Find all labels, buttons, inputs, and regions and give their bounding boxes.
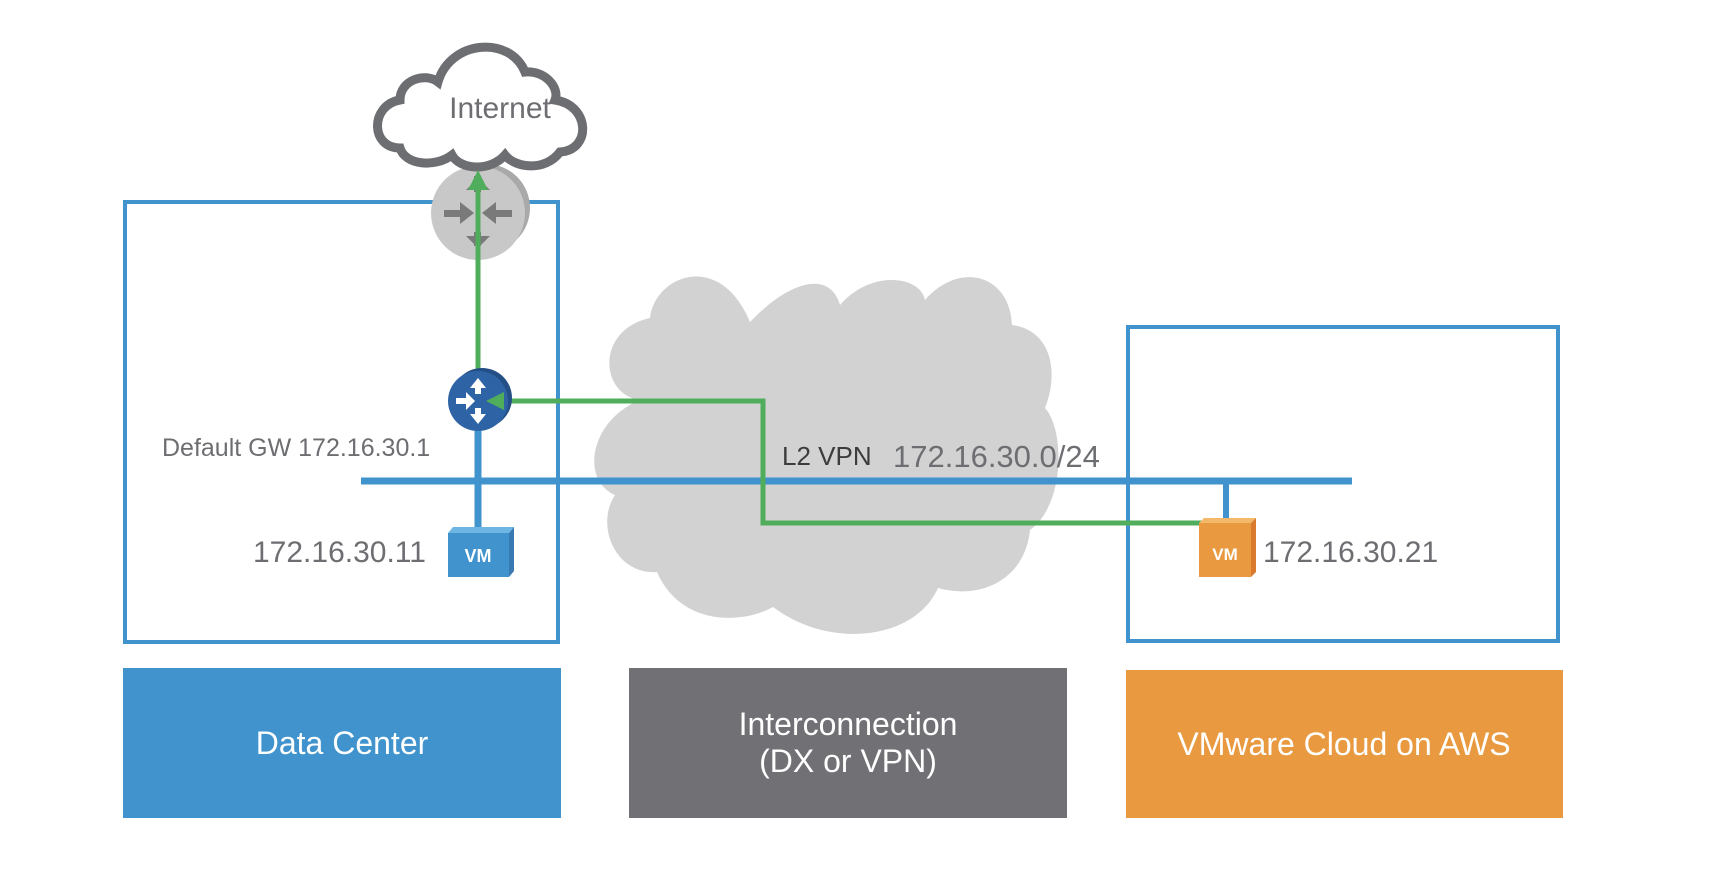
vmc-vm-icon[interactable]: VM — [1199, 518, 1256, 577]
dc-vm-badge: VM — [465, 546, 492, 566]
data-center-boundary — [123, 200, 560, 644]
tile-vmware-cloud: VMware Cloud on AWS — [1126, 670, 1563, 818]
interconnect-cloud — [594, 276, 1059, 634]
tile-interconnection-line2: (DX or VPN) — [759, 743, 937, 779]
path-arrow-to-internet — [468, 170, 488, 190]
dc-vm-icon[interactable]: VM — [448, 527, 514, 577]
tile-interconnection-line1: Interconnection — [739, 706, 958, 742]
vmc-vm-ip: 172.16.30.21 — [1263, 536, 1438, 569]
gateway-router-icon[interactable] — [448, 368, 512, 431]
tile-data-center-label: Data Center — [256, 725, 429, 761]
tile-data-center: Data Center — [123, 668, 561, 818]
internet-label: Internet — [449, 92, 551, 125]
dc-vm-ip: 172.16.30.11 — [253, 536, 426, 569]
vmc-vm-badge: VM — [1212, 545, 1238, 564]
default-gateway-label: Default GW 172.16.30.1 — [162, 434, 430, 462]
tile-vmware-cloud-label: VMware Cloud on AWS — [1177, 726, 1510, 762]
internet-cloud[interactable]: Internet — [373, 42, 588, 172]
l2vpn-label: L2 VPN — [782, 441, 872, 471]
l2vpn-subnet: 172.16.30.0/24 — [893, 439, 1100, 474]
tile-interconnection: Interconnection (DX or VPN) — [629, 668, 1067, 818]
